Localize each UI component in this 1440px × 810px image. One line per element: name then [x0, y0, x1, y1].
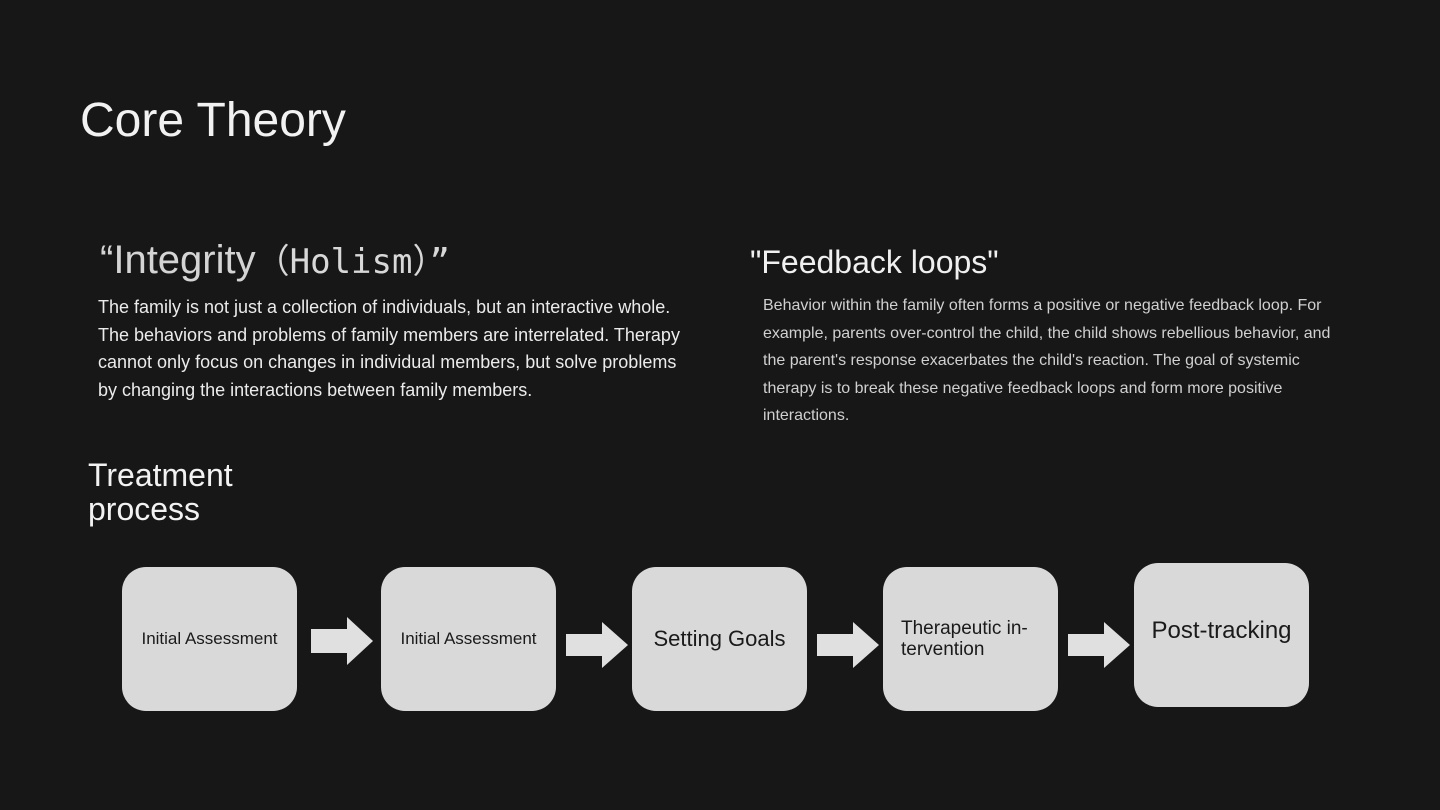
- step-initial-assessment-2: Initial Assessment: [381, 567, 556, 711]
- step-initial-assessment-1: Initial Assessment: [122, 567, 297, 711]
- slide-title: Core Theory: [80, 94, 346, 147]
- integrity-holism: （Holism）”: [255, 242, 450, 282]
- integrity-quote-open: “: [100, 238, 114, 282]
- integrity-body: The family is not just a collection of i…: [98, 297, 680, 400]
- arrow-right-icon: [1068, 622, 1130, 668]
- integrity-heading: “Integrity（Holism）”: [100, 238, 450, 282]
- arrow-right-icon: [311, 617, 373, 665]
- arrow-right-icon: [817, 622, 879, 668]
- step-post-tracking: Post-tracking: [1134, 563, 1309, 707]
- feedback-heading: "Feedback loops": [750, 244, 999, 280]
- integrity-word: Integrity: [113, 238, 256, 282]
- step-label: Initial Assessment: [400, 629, 537, 648]
- treatment-process-heading: Treatment process: [88, 457, 233, 527]
- step-setting-goals: Setting Goals: [632, 567, 807, 711]
- step-label: Post-tracking: [1151, 617, 1292, 644]
- step-label: Setting Goals: [653, 626, 786, 651]
- step-label: Initial Assessment: [141, 629, 278, 648]
- step-therapeutic-intervention: Therapeutic in-tervention: [883, 567, 1058, 711]
- step-label: Therapeutic in-tervention: [901, 618, 1028, 660]
- feedback-body: Behavior within the family often forms a…: [763, 297, 1331, 424]
- arrow-right-icon: [566, 622, 628, 668]
